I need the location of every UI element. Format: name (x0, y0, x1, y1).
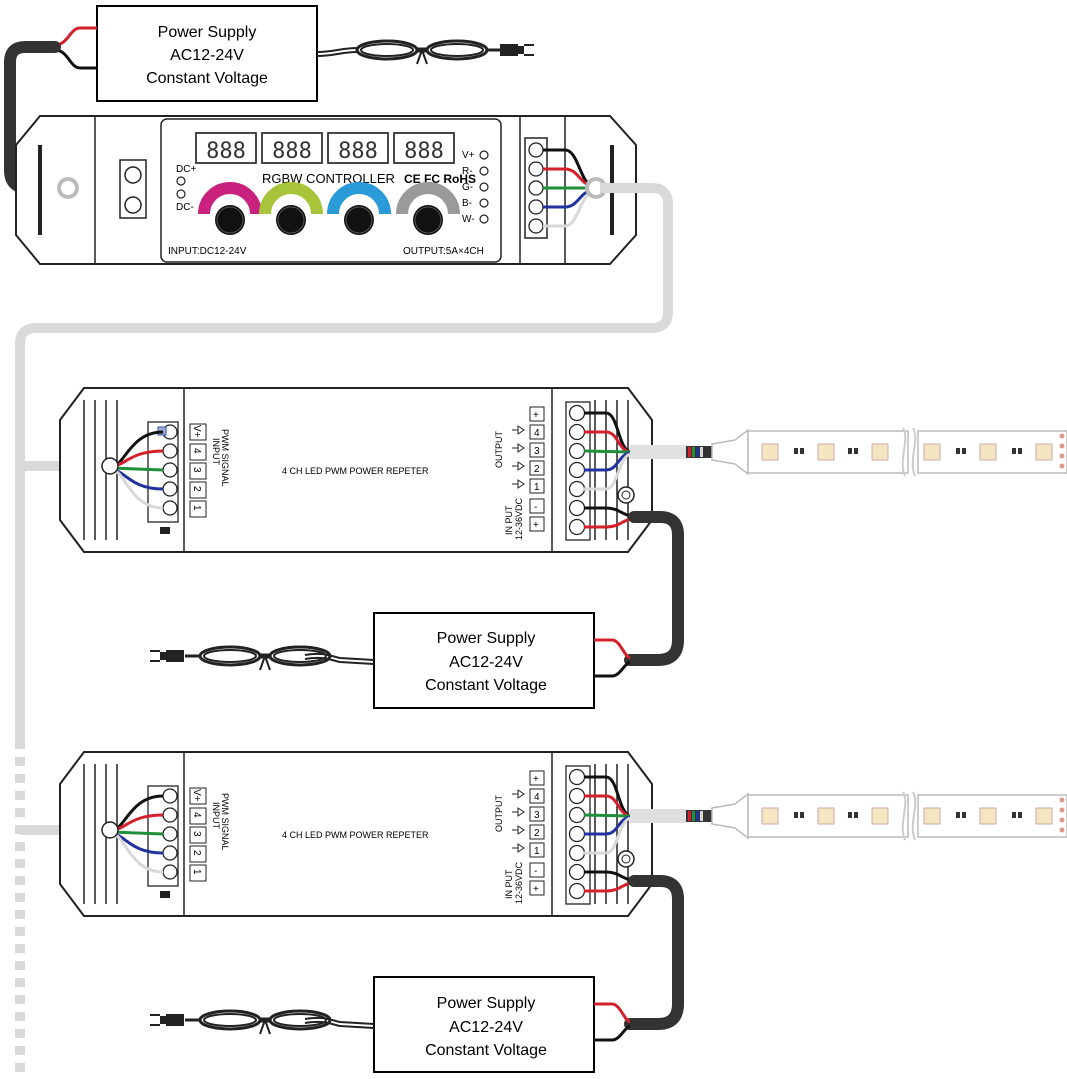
r2-in-1: 1 (191, 869, 202, 875)
repeater2-input-terminal-labels: V+ 4 3 2 1 INPUT PWM SIGNAL (189, 787, 230, 882)
ch-g: G- (462, 182, 473, 193)
r1-out-3: 3 (534, 446, 540, 457)
power-cord-top (316, 41, 534, 64)
r2-pwm-label: PWM SIGNAL (220, 793, 230, 851)
ch-vplus: V+ (462, 150, 475, 161)
psu-bot-line3: Constant Voltage (425, 1042, 547, 1059)
knob-red[interactable] (198, 182, 262, 235)
led-chips-1 (761, 433, 1065, 469)
psu-top-line1: Power Supply (158, 24, 257, 41)
led-chips-2 (761, 797, 1065, 833)
display-digit-2: 888 (272, 139, 312, 164)
dc-plus-label: DC+ (176, 164, 196, 175)
dc-minus-label: DC- (176, 202, 194, 213)
r2-in-2: 2 (191, 850, 202, 856)
repeater-2: V+ 4 3 2 1 INPUT PWM SIGNAL 4 CH LED PWM… (59, 751, 749, 1030)
repeater1-title: 4 CH LED PWM POWER REPETER (282, 466, 429, 476)
psu-mid-line1: Power Supply (437, 630, 536, 647)
psu-bot-line1: Power Supply (437, 995, 536, 1012)
r1-pwm-label: PWM SIGNAL (220, 429, 230, 487)
r1-out-1: 1 (534, 482, 540, 493)
r2-pwr-minus: - (534, 866, 537, 877)
psu-mid-line3: Constant Voltage (425, 677, 547, 694)
r2-in-3: 3 (191, 831, 202, 837)
r1-in-2: 2 (191, 486, 202, 492)
r1-power-in-label: IN PUT (504, 505, 514, 535)
plug-icon (150, 1014, 184, 1026)
display-digit-3: 888 (338, 139, 378, 164)
psu-top-line2: AC12-24V (170, 47, 244, 64)
repeater-1: V+ 4 3 2 1 INPUT PWM SIGNAL 4 CH LED PWM… (59, 387, 749, 666)
r1-in-vplus: V+ (191, 425, 202, 438)
rgbw-controller: DC+ DC- 888 888 888 888 RGBW CONTROLLER … (15, 115, 637, 265)
r2-out-plus: + (533, 774, 539, 785)
display-digit-4: 888 (404, 139, 444, 164)
repeater2-title: 4 CH LED PWM POWER REPETER (282, 830, 429, 840)
psu-mid-line2: AC12-24V (449, 654, 523, 671)
output-rating-label: OUTPUT:5A×4CH (403, 246, 484, 257)
knob-green[interactable] (259, 182, 323, 235)
r1-voltage-label: 12-36VDC (514, 497, 524, 540)
r2-out-3: 3 (534, 810, 540, 821)
led-strip-2 (747, 791, 1067, 841)
knob-white[interactable] (396, 182, 460, 235)
r1-out-2: 2 (534, 464, 540, 475)
r1-in-1: 1 (191, 505, 202, 511)
r1-out-plus: + (533, 410, 539, 421)
channel-labels: V+ R- G- B- W- (462, 150, 489, 225)
r2-input-label: INPUT (211, 802, 221, 830)
repeater1-output-labels: OUTPUT IN PUT 12-36VDC + 4 3 2 1 - + (494, 406, 545, 540)
r2-pwr-plus: + (533, 884, 539, 895)
r2-out-1: 1 (534, 846, 540, 857)
ch-w: W- (462, 214, 475, 225)
psu-top-line3: Constant Voltage (146, 70, 268, 87)
r1-in-4: 4 (191, 448, 202, 454)
r1-pwr-minus: - (534, 502, 537, 513)
r2-power-in-label: IN PUT (504, 869, 514, 899)
r1-pwr-plus: + (533, 520, 539, 531)
led-strip-1 (747, 427, 1067, 477)
plug-icon (150, 650, 184, 662)
display-panel: 888 888 888 888 (195, 132, 455, 164)
r2-output-label: OUTPUT (494, 795, 504, 833)
display-digit-1: 888 (206, 139, 246, 164)
cable-gland-input (57, 177, 79, 199)
repeater2-output-labels: OUTPUT IN PUT 12-36VDC + 4 3 2 1 - + (494, 770, 545, 904)
knob-blue[interactable] (327, 182, 391, 235)
repeater1-input-terminal-labels: V+ 4 3 2 1 INPUT PWM SIGNAL (189, 423, 230, 518)
power-supply-top: Power Supply AC12-24V Constant Voltage (96, 5, 318, 102)
power-supply-middle: Power Supply AC12-24V Constant Voltage (150, 612, 631, 709)
r2-out-2: 2 (534, 828, 540, 839)
r2-out-4: 4 (534, 792, 540, 803)
input-rating-label: INPUT:DC12-24V (168, 246, 247, 257)
r1-output-label: OUTPUT (494, 431, 504, 469)
r1-in-3: 3 (191, 467, 202, 473)
ch-r: R- (462, 166, 473, 177)
cert-marks: CE FC RoHS (404, 172, 476, 186)
power-supply-bottom: Power Supply AC12-24V Constant Voltage (150, 976, 631, 1073)
ch-b: B- (462, 198, 472, 209)
plug-icon (500, 44, 534, 56)
r2-in-vplus: V+ (191, 789, 202, 802)
r1-input-label: INPUT (211, 438, 221, 466)
r2-voltage-label: 12-36VDC (514, 861, 524, 904)
r2-in-4: 4 (191, 812, 202, 818)
r1-out-4: 4 (534, 428, 540, 439)
psu-bot-line2: AC12-24V (449, 1019, 523, 1036)
